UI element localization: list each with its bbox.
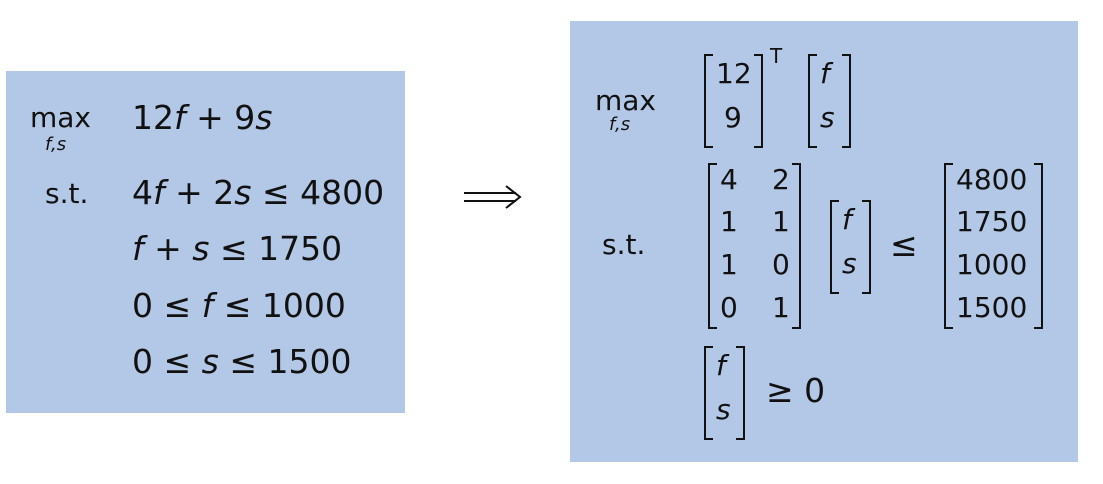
math-variable: f [132,229,144,268]
nonneg-x-entry-s: s [716,393,731,426]
math-text: ≤ 1500 [218,342,352,381]
a-matrix-cell: 1 [720,205,738,238]
x-vector-right-bracket [842,54,851,148]
a-matrix-cell: 4 [720,163,738,196]
math-text: 0 ≤ [132,342,202,381]
math-variable: s [201,342,219,381]
a-matrix-cell: 1 [772,291,790,324]
math-text: + 2 [164,173,235,212]
matrix-formulation-panel [570,21,1078,462]
subject-to-label: s.t. [45,177,89,210]
math-text: 4 [132,173,153,212]
primal-formulation-panel [6,71,405,413]
math-text: + 9 [185,98,256,137]
math-variable: f [201,286,214,325]
constraint-x-entry-f: f [842,203,852,236]
math-variable: s [192,229,210,268]
math-variable: f [153,173,165,212]
a-matrix-cell: 0 [720,291,738,324]
matrix-max-label: max [595,84,657,117]
max-subscript: f,s [45,134,67,155]
matrix-max-subscript: f,s [609,114,631,135]
transpose-superscript: T [770,44,783,68]
a-matrix-cell: 1 [772,205,790,238]
b-vector-left-bracket [944,163,953,329]
nonneg-x-entry-f: f [716,349,726,382]
x-vector-left-bracket [808,54,817,148]
constraint-x-vector-right-bracket [862,200,871,294]
c-vector-left-bracket [704,54,713,148]
objective-expression: 12f + 9s [132,101,272,134]
x-vector-entry-f: f [820,57,830,90]
a-matrix-left-bracket [708,163,717,329]
c-vector-entry-1: 12 [716,57,752,90]
constraint-2: f + s ≤ 1750 [132,232,342,265]
constraint-x-entry-s: s [842,247,857,280]
math-variable: f [174,98,186,137]
constraint-x-vector-left-bracket [830,200,839,294]
b-vector-entry: 4800 [956,163,1028,196]
math-variable: s [234,173,252,212]
nonneg-x-vector-left-bracket [704,346,713,440]
implies-arrow-icon [464,185,522,209]
math-variable: s [255,98,273,137]
nonnegativity-constraint: ≥ 0 [766,371,826,410]
leq-symbol: ≤ [890,225,918,264]
c-vector-entry-2: 9 [724,101,742,134]
math-text: 12 [132,98,174,137]
nonneg-x-vector-right-bracket [736,346,745,440]
b-vector-entry: 1500 [956,291,1028,324]
math-text: ≤ 4800 [251,173,385,212]
math-text: 0 ≤ [132,286,202,325]
max-label: max [30,101,92,134]
math-text: ≤ 1000 [213,286,346,325]
x-vector-entry-s: s [820,101,835,134]
math-text: + [143,229,193,268]
a-matrix-cell: 2 [772,163,790,196]
constraint-1: 4f + 2s ≤ 4800 [132,176,384,209]
b-vector-right-bracket [1034,163,1043,329]
math-text: ≤ 1750 [209,229,343,268]
constraint-4: 0 ≤ s ≤ 1500 [132,345,351,378]
c-vector-right-bracket [754,54,763,148]
constraint-3: 0 ≤ f ≤ 1000 [132,289,346,322]
b-vector-entry: 1000 [956,248,1028,281]
matrix-subject-to-label: s.t. [602,228,646,261]
a-matrix-right-bracket [792,163,801,329]
b-vector-entry: 1750 [956,205,1028,238]
a-matrix-cell: 0 [772,248,790,281]
a-matrix-cell: 1 [720,248,738,281]
